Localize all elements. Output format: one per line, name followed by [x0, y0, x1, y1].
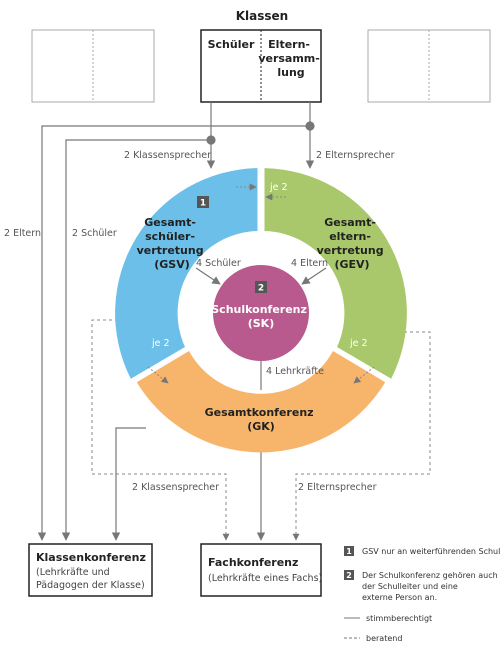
legend-solid: stimmberechtigt	[366, 614, 432, 623]
legend-note2: Der Schulkonferenz gehören auch der Schu…	[362, 571, 500, 602]
gsv-title: Gesamt- schüler- vertretung (GSV)	[137, 216, 208, 271]
gev-segment	[264, 168, 407, 379]
gsv-badge: 1	[197, 196, 209, 209]
label-je2-right: je 2	[349, 338, 368, 349]
class-box-right	[367, 29, 491, 103]
fachkonferenz-box: Fachkonferenz (Lehrkräfte eines Fachs)	[200, 543, 322, 597]
gsv-segment	[115, 168, 258, 379]
label-4-lehrkraefte: 4 Lehrkräfte	[266, 366, 324, 377]
class-box-schueler: Schüler	[208, 38, 255, 51]
class-box-main: Schüler Eltern- versamm- lung	[200, 29, 323, 103]
label-je2-top: je 2	[269, 182, 288, 193]
label-elternsprecher-top: 2 Elternsprecher	[316, 150, 395, 161]
gev-title: Gesamt- eltern- vertretung (GEV)	[317, 216, 388, 271]
gk-segment	[136, 351, 386, 453]
class-box-left	[31, 29, 155, 103]
legend-dashed: beratend	[366, 634, 402, 643]
advisory-lines	[91, 319, 431, 541]
sk-badge: 2	[255, 281, 267, 294]
sk-title: Schulkonferenz (SK)	[211, 303, 311, 330]
label-klassensprecher-top: 2 Klassensprecher	[124, 150, 211, 161]
klassenkonferenz-sub1: (Lehrkräfte und	[36, 567, 110, 578]
label-klassensprecher-bottom: 2 Klassensprecher	[132, 482, 219, 493]
klassenkonferenz-box: Klassenkonferenz (Lehrkräfte und Pädagog…	[28, 543, 153, 597]
diagram-title: Klassen	[236, 9, 288, 23]
legend-note1: GSV nur an weiterführenden Schulen	[362, 547, 500, 556]
label-2-eltern: 2 Eltern	[4, 228, 41, 239]
svg-text:2: 2	[258, 284, 264, 294]
inner-arrows	[195, 267, 327, 285]
class-box-elternversammlung: Eltern- versamm- lung	[258, 38, 323, 79]
label-4-schueler: 4 Schüler	[196, 258, 241, 269]
sk-circle	[213, 265, 309, 361]
label-2-schueler: 2 Schüler	[72, 228, 117, 239]
label-elternsprecher-bottom: 2 Elternsprecher	[298, 482, 377, 493]
svg-text:1: 1	[346, 547, 352, 556]
fachkonferenz-sub: (Lehrkräfte eines Fachs)	[208, 573, 322, 584]
klassenkonferenz-sub2: Pädagogen der Klasse)	[36, 580, 145, 591]
svg-text:1: 1	[200, 199, 206, 209]
label-4-eltern: 4 Eltern	[291, 258, 328, 269]
label-je2-left: je 2	[151, 338, 170, 349]
svg-text:2: 2	[346, 571, 352, 580]
gk-title: Gesamtkonferenz (GK)	[205, 406, 318, 433]
fachkonferenz-title: Fachkonferenz	[208, 556, 298, 569]
connector-lines	[37, 102, 315, 541]
legend: 1 GSV nur an weiterführenden Schulen 2 D…	[344, 546, 500, 643]
je2-arrows	[147, 183, 375, 384]
klassenkonferenz-title: Klassenkonferenz	[36, 551, 146, 564]
